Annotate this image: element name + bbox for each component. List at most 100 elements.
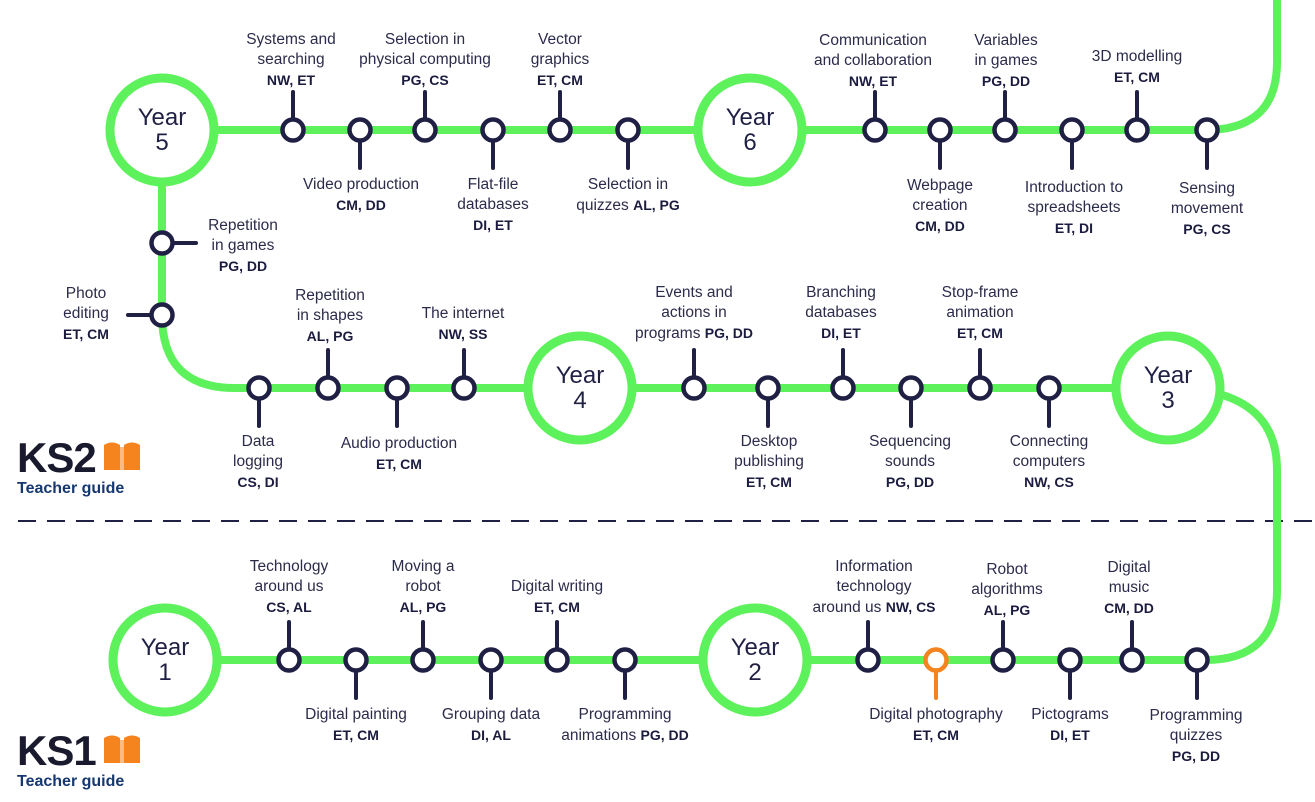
unit-stop-introduction-to-spreadsheets[interactable] [1059, 117, 1085, 143]
unit-stop-audio-production[interactable] [384, 375, 410, 401]
year-3-ring[interactable] [1111, 331, 1225, 445]
year-1-ring[interactable] [108, 603, 222, 717]
unit-stop-sequencing-sounds[interactable] [898, 375, 924, 401]
unit-stop-connecting-computers[interactable] [1036, 375, 1062, 401]
unit-stop-webpage-creation[interactable] [927, 117, 953, 143]
unit-stop-branching-databases[interactable] [830, 375, 856, 401]
unit-stop-programming-animations[interactable] [612, 647, 638, 673]
unit-stop-stop-frame-animation[interactable] [967, 375, 993, 401]
year-4-ring[interactable] [523, 331, 637, 445]
unit-title-text: actions in [661, 304, 727, 321]
unit-stop-repetition-in-games[interactable] [149, 230, 175, 256]
unit-stop-desktop-publishing[interactable] [755, 375, 781, 401]
ks1-teacher-guide-link[interactable]: Teacher guide [17, 773, 125, 790]
unit-stop-pictograms[interactable] [1057, 647, 1083, 673]
unit-stop-programming-quizzes[interactable] [1184, 647, 1210, 673]
unit-stop-photo-editing[interactable] [149, 302, 175, 328]
unit-stop-selection-in-physical-computing[interactable] [412, 117, 438, 143]
ks2-teacher-guide-link[interactable]: Teacher guide [17, 480, 125, 497]
unit-codes: PG, DD [981, 73, 1031, 89]
unit-stop-variables-in-games[interactable] [992, 117, 1018, 143]
unit-stop-systems-and-searching[interactable] [280, 117, 306, 143]
unit-codes: AL, PG [983, 602, 1031, 618]
unit-codes: ET, CM [913, 727, 959, 743]
unit-title-line: Repetition [208, 216, 278, 236]
unit-stop-robot-algorithms[interactable] [990, 647, 1016, 673]
ks1-badge: KS1 Teacher guide [17, 727, 142, 791]
unit-stop-the-internet[interactable] [451, 375, 477, 401]
unit-title-line: animation [942, 303, 1019, 323]
unit-stop-selection-in-quizzes[interactable] [615, 117, 641, 143]
unit-stop-digital-painting[interactable] [343, 647, 369, 673]
unit-stop-digital-photography[interactable] [923, 647, 949, 673]
year-number: 3 [1161, 387, 1175, 414]
unit-stop-flat-file-databases[interactable] [480, 117, 506, 143]
unit-stop-data-logging[interactable] [246, 375, 272, 401]
unit-stop-digital-writing[interactable] [544, 647, 570, 673]
unit-stop-repetition-in-shapes[interactable] [315, 375, 341, 401]
unit-title-line: quizzes [1149, 726, 1242, 746]
unit-stop-events-and-actions-in-programs[interactable] [681, 375, 707, 401]
year-6-ring[interactable] [693, 73, 807, 187]
unit-stop-vector-graphics[interactable] [547, 117, 573, 143]
year-5-ring[interactable] [105, 73, 219, 187]
unit-title-text: Variables [974, 32, 1038, 49]
unit-stop-3d-modelling[interactable] [1124, 117, 1150, 143]
unit-stop-sensing-movement[interactable] [1194, 117, 1220, 143]
unit-stop-video-production[interactable] [347, 117, 373, 143]
unit-stop-communication-and-collaboration[interactable] [862, 117, 888, 143]
unit-stop-grouping-data[interactable] [478, 647, 504, 673]
unit-title-text: editing [63, 305, 109, 322]
unit-codes: AL, PG [633, 197, 680, 213]
unit-stop-moving-a-robot[interactable] [410, 647, 436, 673]
unit-stop-information-technology-around-us[interactable] [855, 647, 881, 673]
ks1-title: KS1 [17, 727, 97, 774]
unit-stop-technology-around-us[interactable] [276, 647, 302, 673]
unit-stop-digital-music[interactable] [1119, 647, 1145, 673]
year-2-ring[interactable] [698, 603, 812, 717]
